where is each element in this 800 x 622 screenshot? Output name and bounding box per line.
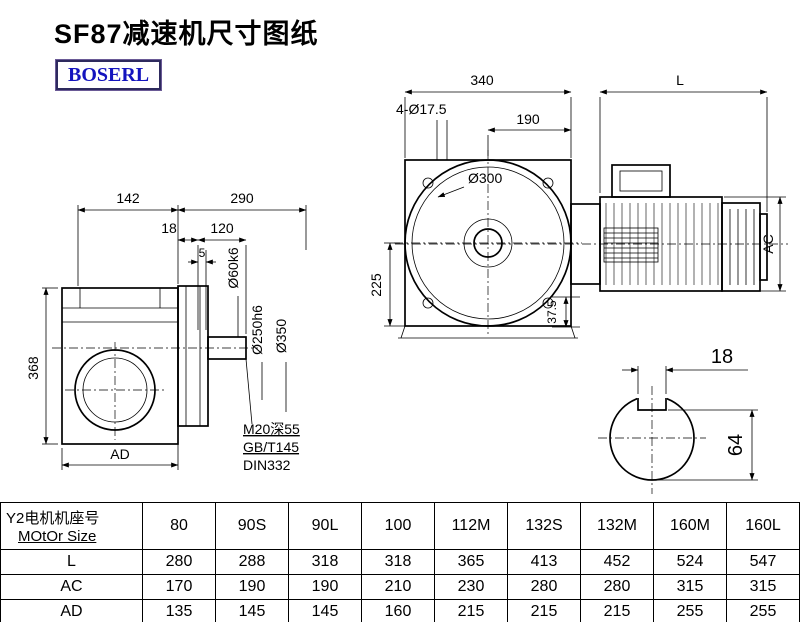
table-cell: 215 xyxy=(434,599,508,622)
side-view xyxy=(52,285,258,445)
table-cell: 215 xyxy=(580,599,654,622)
table-cell: 190 xyxy=(288,574,362,600)
table-cell: 547 xyxy=(726,549,800,575)
note-tap-hole: M20深55 xyxy=(243,421,300,437)
row-label: AD xyxy=(0,599,143,622)
bolt-hole xyxy=(542,177,554,189)
table-row-AC: AC 170 190 190 210 230 280 280 315 315 xyxy=(0,574,800,600)
table-cell: 135 xyxy=(142,599,216,622)
table-cell: 170 xyxy=(142,574,216,600)
note-gb-standard: GB/T145 xyxy=(243,439,299,455)
rotor-section xyxy=(603,227,659,263)
note-din-standard: DIN332 xyxy=(243,457,291,473)
col-header: 90L xyxy=(288,502,362,550)
col-header: 80 xyxy=(142,502,216,550)
motor-size-label-en: MOtOr Size xyxy=(18,528,97,545)
table-cell: 145 xyxy=(215,599,289,622)
table-cell: 524 xyxy=(653,549,727,575)
dim-120: 120 xyxy=(210,220,234,236)
dim-225: 225 xyxy=(368,273,384,297)
table-row-AD: AD 135 145 145 160 215 215 215 255 255 xyxy=(0,599,800,622)
table-cell: 315 xyxy=(653,574,727,600)
table-cell: 145 xyxy=(288,599,362,622)
table-cell: 318 xyxy=(361,549,435,575)
output-flange xyxy=(177,285,209,427)
dim-AC: AC xyxy=(760,234,776,253)
col-header: 100 xyxy=(361,502,435,550)
boserl-logo: BOSERL xyxy=(56,60,162,90)
dim-190: 190 xyxy=(516,111,540,127)
dim-290: 290 xyxy=(230,190,254,206)
table-cell: 452 xyxy=(580,549,654,575)
table-cell: 210 xyxy=(361,574,435,600)
technical-drawing: 368 142 290 18 120 5 Ø60k6 Ø250h6 xyxy=(25,72,788,494)
dim-flange-diameter: Ø350 xyxy=(273,319,289,353)
bolt-hole xyxy=(422,177,434,189)
dim-spigot-diameter: Ø250h6 xyxy=(249,305,265,355)
col-header: 112M xyxy=(434,502,508,550)
dim-5: 5 xyxy=(199,246,206,260)
table-header-row: Y2电机机座号 MOtOr Size 80 90S 90L 100 112M 1… xyxy=(0,502,800,550)
front-view xyxy=(394,150,788,339)
housing-outline xyxy=(61,287,179,445)
table-cell: 255 xyxy=(726,599,800,622)
table-cell: 280 xyxy=(507,574,581,600)
dim-L: L xyxy=(676,72,684,88)
side-view-dims: 368 142 290 18 120 5 Ø60k6 Ø250h6 xyxy=(25,190,307,473)
dim-142: 142 xyxy=(116,190,140,206)
table-cell: 318 xyxy=(288,549,362,575)
motor-size-header: Y2电机机座号 MOtOr Size xyxy=(0,502,143,550)
motor-size-label-cn: Y2电机机座号 xyxy=(6,510,100,527)
row-label: L xyxy=(0,549,143,575)
table-cell: 230 xyxy=(434,574,508,600)
table-row-L: L 280 288 318 318 365 413 452 524 547 xyxy=(0,549,800,575)
shaft-section: 18 64 xyxy=(598,346,758,494)
col-header: 160M xyxy=(653,502,727,550)
col-header: 132M xyxy=(580,502,654,550)
dim-18-flange: 18 xyxy=(161,220,177,236)
table-cell: 190 xyxy=(215,574,289,600)
table-cell: 288 xyxy=(215,549,289,575)
dim-AD: AD xyxy=(110,446,129,462)
bolt-hole xyxy=(422,297,434,309)
bolt-hole xyxy=(542,297,554,309)
terminal-box xyxy=(611,164,671,198)
table-cell: 315 xyxy=(726,574,800,600)
table-cell: 215 xyxy=(507,599,581,622)
dim-key-height: 64 xyxy=(725,434,747,456)
dim-300: Ø300 xyxy=(468,170,502,186)
page-title: SF87减速机尺寸图纸 xyxy=(54,19,319,49)
table-cell: 160 xyxy=(361,599,435,622)
col-header: 90S xyxy=(215,502,289,550)
dim-37-5: 37.5 xyxy=(545,300,559,324)
col-header: 132S xyxy=(507,502,581,550)
table-cell: 255 xyxy=(653,599,727,622)
table-cell: 280 xyxy=(142,549,216,575)
fan-end-cap xyxy=(759,213,768,281)
dim-key-width: 18 xyxy=(711,346,733,368)
table-cell: 365 xyxy=(434,549,508,575)
table-cell: 413 xyxy=(507,549,581,575)
dim-shaft-diameter: Ø60k6 xyxy=(225,247,241,288)
table-cell: 280 xyxy=(580,574,654,600)
row-label: AC xyxy=(0,574,143,600)
dim-368: 368 xyxy=(25,356,41,380)
dim-bolt-holes: 4-Ø17.5 xyxy=(396,101,447,117)
front-view-dims: 340 L 4-Ø17.5 190 Ø300 225 xyxy=(368,72,786,328)
motor-spec-table: Y2电机机座号 MOtOr Size 80 90S 90L 100 112M 1… xyxy=(0,502,800,622)
col-header: 160L xyxy=(726,502,800,550)
dim-340: 340 xyxy=(470,72,494,88)
